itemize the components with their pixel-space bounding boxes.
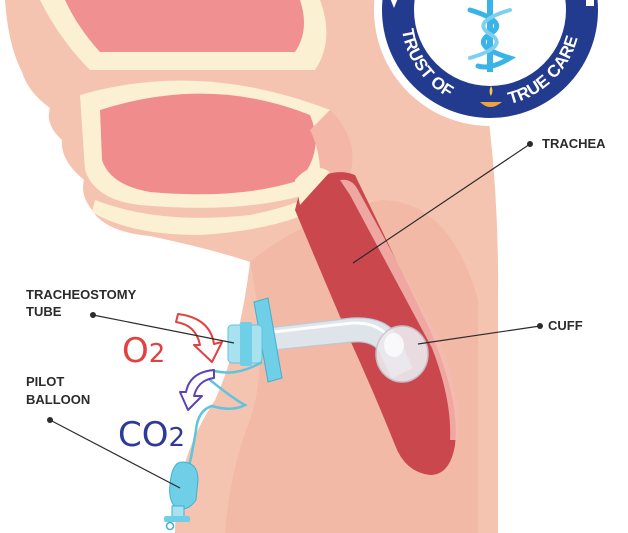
pilot-balloon-label-line2: BALLOON	[26, 392, 90, 407]
tracheostomy-tube-label: TRACHEOSTOMY	[26, 287, 137, 302]
trachea-label: TRACHEA	[542, 136, 606, 151]
co2-outflow-arrow	[180, 370, 214, 410]
cuff-balloon	[376, 326, 428, 382]
o2-label: O2	[122, 331, 165, 371]
co2-label: CO2	[118, 415, 185, 455]
cuff-label: CUFF	[548, 318, 583, 333]
pilot-balloon-label: PILOT	[26, 374, 64, 389]
tracheostomy-tube-label-line2: TUBE	[26, 304, 62, 319]
o2-inflow-arrow	[176, 314, 222, 362]
